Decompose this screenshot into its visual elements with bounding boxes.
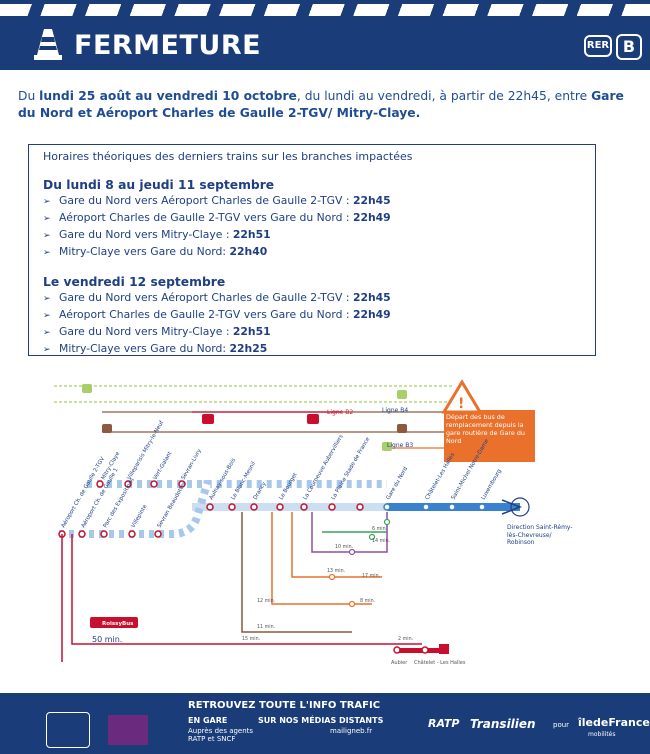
transilien-logo: Transilien [470, 717, 536, 731]
line-b3-label: Ligne B3 [387, 442, 413, 449]
svg-text:Sevran-Livry: Sevran-Livry [181, 447, 204, 481]
footer-headline: RETROUVEZ TOUTE L'INFO TRAFIC [188, 700, 381, 711]
line-b2-label: Ligne B2 [327, 409, 353, 416]
line-b-badge: B [616, 34, 642, 60]
schedule-row: ➢Gare du Nord vers Mitry-Claye : 22h51 [43, 325, 271, 338]
info-card-icon [108, 715, 148, 745]
bus-icon [382, 442, 392, 451]
bus-icon [307, 414, 319, 424]
schedule-row: ➢Gare du Nord vers Mitry-Claye : 22h51 [43, 228, 271, 241]
schedule-row: ➢Mitry-Claye vers Gare du Nord: 22h25 [43, 342, 268, 355]
page-title: FERMETURE [74, 30, 262, 61]
rer-a-icon [439, 644, 449, 654]
direction-label: Direction Saint-Rémy-lès-Chevreuse/ Robi… [507, 524, 573, 546]
station-markers-open [383, 503, 486, 511]
hazard-stripes [0, 4, 650, 16]
footer-pour: pour [553, 721, 570, 729]
svg-text:12 min.: 12 min. [257, 598, 275, 604]
svg-text:6 min.: 6 min. [372, 526, 387, 532]
svg-text:13 min.: 13 min. [327, 568, 345, 574]
station-labels: Mitry-Claye Villeparisis Mitry-le-Neuf V… [60, 419, 503, 529]
svg-text:Luxembourg: Luxembourg [481, 468, 503, 501]
svg-text:Vert-Galant: Vert-Galant [153, 450, 174, 481]
bus-icon [397, 390, 407, 399]
intro-route: Gare du Nord et Aéroport Charles de Gaul… [18, 89, 624, 120]
time-labels: 14 min. 10 min. 13 min. 8 min. 12 min. 1… [242, 526, 413, 642]
bus-icon [82, 384, 92, 393]
footer-col1-title: EN GARE [188, 716, 228, 725]
idf-mobilites-logo: îledeFrance [578, 716, 650, 729]
schedule-row: ➢Gare du Nord vers Aéroport Charles de G… [43, 291, 391, 304]
svg-text:10 min.: 10 min. [335, 544, 353, 550]
schedule-heading: Horaires théoriques des derniers trains … [43, 150, 413, 163]
footer-col2-link[interactable]: mailigneb.fr [330, 727, 373, 735]
idf-mobilites-sub: mobilités [588, 731, 616, 738]
svg-text:14 min.: 14 min. [372, 538, 390, 544]
footer-col1-text: Auprès des agents RATP et SNCF [188, 727, 254, 743]
traffic-cone-icon [34, 29, 62, 60]
header-banner [0, 0, 650, 70]
svg-text:8 min.: 8 min. [360, 598, 375, 604]
schedule-row: ➢Gare du Nord vers Aéroport Charles de G… [43, 194, 391, 207]
svg-text:Aubier: Aubier [391, 660, 408, 666]
warning-text: Départ des bus de remplacement depuis la… [446, 413, 525, 445]
period2-title: Le vendredi 12 septembre [43, 275, 226, 289]
schedule-row: ➢Aéroport Charles de Gaulle 2-TGV vers G… [43, 308, 391, 321]
svg-text:11 min.: 11 min. [257, 624, 275, 630]
line-b4-label: Ligne B4 [382, 407, 408, 414]
svg-text:RoissyBus: RoissyBus [102, 621, 134, 627]
rer-badge: RER [584, 35, 612, 57]
ratp-logo: RATP [428, 717, 460, 730]
svg-text:!: ! [458, 396, 464, 412]
svg-text:Châtelet-Les Halles: Châtelet-Les Halles [424, 451, 457, 501]
svg-text:Châtelet - Les Halles: Châtelet - Les Halles [414, 659, 466, 666]
bus-icon [102, 424, 112, 433]
station-markers [58, 480, 364, 538]
svg-text:Villepinte: Villepinte [131, 503, 149, 529]
svg-text:17 min.: 17 min. [362, 573, 380, 579]
svg-text:Aéroport Ch. de Gaulle 1: Aéroport Ch. de Gaulle 1 [80, 467, 120, 529]
roissybus-badge [90, 617, 138, 628]
svg-text:15 min.: 15 min. [242, 636, 260, 642]
intro-dates: lundi 25 août au vendredi 10 octobre [39, 89, 297, 103]
network-map: Ligne B2 Ligne B4 Ligne B3 ! Départ des … [54, 379, 573, 666]
bus-icon [202, 414, 214, 424]
roissybus-time: 50 min. [92, 635, 122, 644]
schedule-box: Horaires théoriques des derniers trains … [28, 144, 596, 356]
intro-part2: , du lundi au vendredi, à partir de 22h4… [296, 89, 592, 103]
schedule-row: ➢Aéroport Charles de Gaulle 2-TGV vers G… [43, 211, 391, 224]
period1-title: Du lundi 8 au jeudi 11 septembre [43, 178, 275, 192]
svg-text:Gare du Nord: Gare du Nord [386, 466, 410, 501]
accessibility-icons [46, 712, 90, 748]
warning-box [444, 410, 535, 462]
intro-text: Du lundi 25 août au vendredi 10 octobre,… [18, 88, 630, 122]
bus-routes [54, 385, 462, 449]
footer-col2-title: SUR NOS MÉDIAS DISTANTS [258, 716, 384, 725]
intro-part1: Du [18, 89, 40, 103]
svg-text:2 min.: 2 min. [398, 636, 413, 642]
direction-arrow-icon [501, 499, 523, 515]
bus-icon [397, 424, 407, 433]
schedule-row: ➢Mitry-Claye vers Gare du Nord: 22h40 [43, 245, 268, 258]
bus-icons [82, 384, 407, 451]
warning-icon [441, 379, 483, 414]
